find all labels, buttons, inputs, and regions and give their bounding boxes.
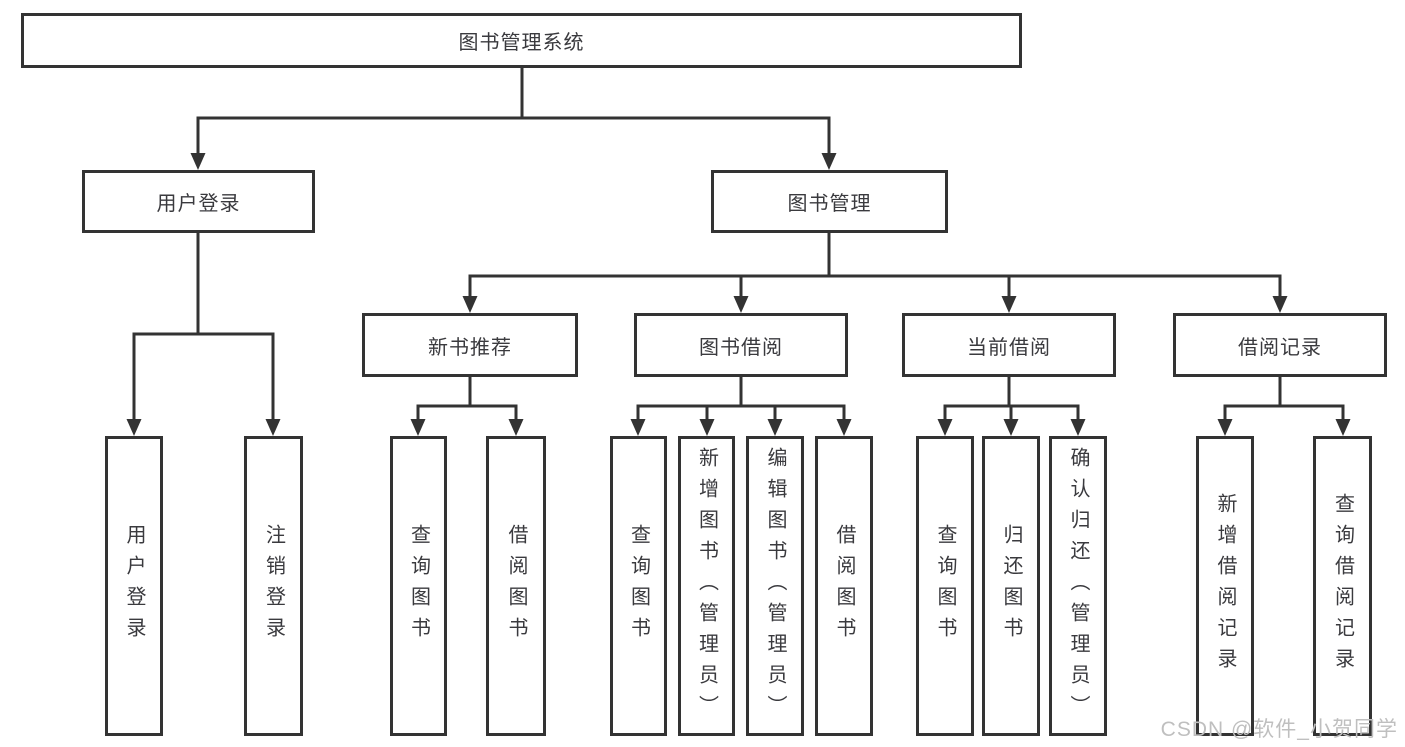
node-root-label: 图书管理系统 xyxy=(458,32,585,54)
csdn-watermark: CSDN @软件_小贺同学 xyxy=(1160,718,1398,741)
leaf-add-borrow-record-label: 新增借阅记录 xyxy=(1214,493,1236,679)
leaf-query-book-borrow: 查询图书 xyxy=(610,436,667,736)
leaf-query-borrow-record-label: 查询借阅记录 xyxy=(1331,493,1354,679)
leaf-return-book: 归还图书 xyxy=(982,436,1040,736)
node-user-login: 用户登录 xyxy=(82,170,315,233)
leaf-return-book-label: 归还图书 xyxy=(1000,524,1022,648)
leaf-user-login: 用户登录 xyxy=(105,436,163,736)
leaf-query-book-borrow-label: 查询图书 xyxy=(627,524,650,648)
leaf-query-book-current: 查询图书 xyxy=(916,436,974,736)
leaf-borrow-book-recommend-label: 借阅图书 xyxy=(505,524,527,648)
leaf-query-book-current-label: 查询图书 xyxy=(934,524,956,648)
node-borrow-records: 借阅记录 xyxy=(1173,313,1387,377)
node-current-borrow: 当前借阅 xyxy=(902,313,1116,377)
node-book-borrow-label: 图书借阅 xyxy=(699,336,783,359)
leaf-logout-label: 注销登录 xyxy=(262,524,285,648)
leaf-query-book-recommend: 查询图书 xyxy=(390,436,447,736)
node-borrow-records-label: 借阅记录 xyxy=(1238,336,1322,359)
leaf-query-borrow-record: 查询借阅记录 xyxy=(1313,436,1372,736)
leaf-borrow-book-recommend: 借阅图书 xyxy=(486,436,546,736)
leaf-add-borrow-record: 新增借阅记录 xyxy=(1196,436,1254,736)
node-book-management-label: 图书管理 xyxy=(787,193,872,215)
node-new-book-recommend: 新书推荐 xyxy=(362,313,578,377)
node-root: 图书管理系统 xyxy=(21,13,1022,68)
node-book-management: 图书管理 xyxy=(711,170,948,233)
leaf-add-book-admin-label: 新增图书（管理员） xyxy=(695,446,718,726)
node-book-borrow: 图书借阅 xyxy=(634,313,848,377)
leaf-user-login-label: 用户登录 xyxy=(123,524,145,648)
leaf-query-book-recommend-label: 查询图书 xyxy=(407,524,430,648)
leaf-confirm-return-admin: 确认归还（管理员） xyxy=(1049,436,1107,736)
node-new-book-recommend-label: 新书推荐 xyxy=(428,336,512,359)
node-user-login-label: 用户登录 xyxy=(156,193,241,215)
leaf-edit-book-admin: 编辑图书（管理员） xyxy=(746,436,804,736)
leaf-add-book-admin: 新增图书（管理员） xyxy=(678,436,735,736)
leaf-borrow-book-label: 借阅图书 xyxy=(833,524,855,648)
node-current-borrow-label: 当前借阅 xyxy=(967,336,1051,359)
leaf-borrow-book: 借阅图书 xyxy=(815,436,873,736)
leaf-logout: 注销登录 xyxy=(244,436,303,736)
leaf-edit-book-admin-label: 编辑图书（管理员） xyxy=(764,446,786,726)
leaf-confirm-return-admin-label: 确认归还（管理员） xyxy=(1067,446,1089,726)
